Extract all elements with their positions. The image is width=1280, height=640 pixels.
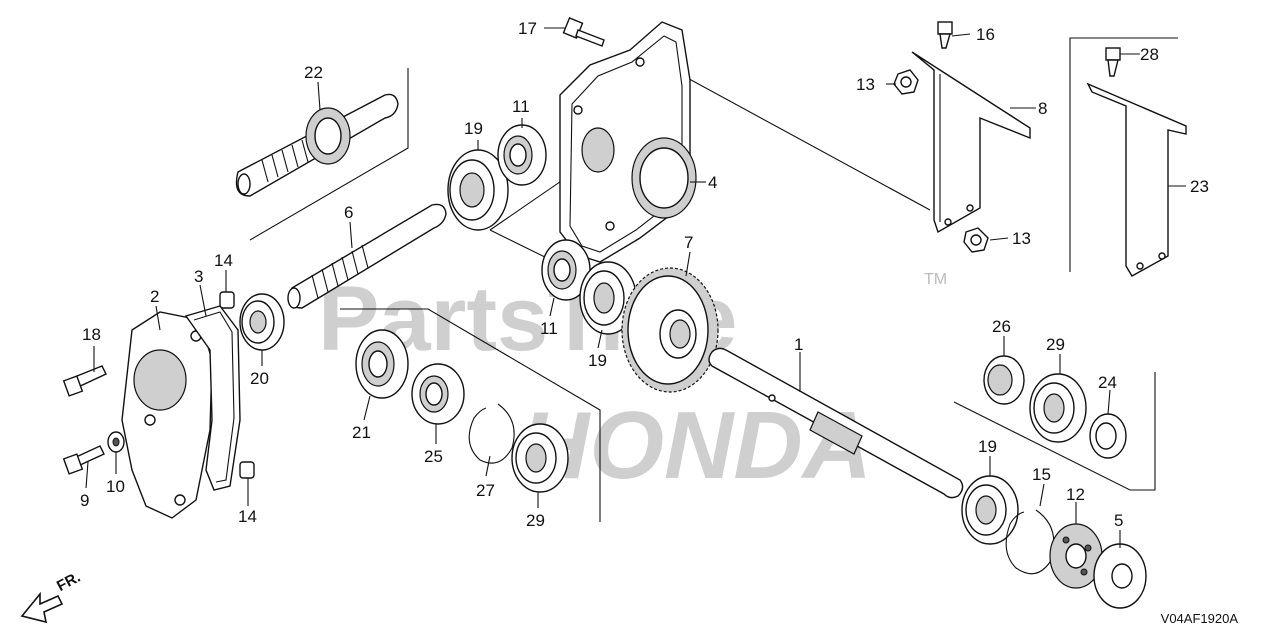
callout-12: 12 bbox=[1066, 485, 1085, 504]
part-20-bearing bbox=[239, 293, 285, 351]
callout-11-top: 11 bbox=[512, 97, 530, 116]
callout-19-lower: 19 bbox=[588, 351, 607, 370]
part-11-bearing-top bbox=[497, 124, 547, 186]
callout-19-top: 19 bbox=[464, 119, 483, 138]
part-28-bolt bbox=[1105, 47, 1121, 77]
part-19-bearing-bottom bbox=[961, 475, 1019, 545]
callout-29-mid: 29 bbox=[526, 511, 545, 530]
part-9-bolt bbox=[62, 445, 105, 475]
part-4-gear-case bbox=[559, 21, 697, 263]
callout-27: 27 bbox=[476, 481, 495, 500]
callout-18: 18 bbox=[82, 325, 101, 344]
part-26-collar bbox=[983, 355, 1025, 405]
callout-numbers: 1 2 3 4 5 6 7 8 9 10 11 11 12 13 13 14 1… bbox=[80, 19, 1209, 530]
callout-28: 28 bbox=[1140, 45, 1159, 64]
part-27-circlip bbox=[468, 403, 515, 464]
callout-14-lower: 14 bbox=[238, 507, 257, 526]
part-3-gasket bbox=[184, 305, 241, 491]
callout-5: 5 bbox=[1114, 511, 1123, 530]
part-6-worm-shaft bbox=[287, 203, 447, 309]
leader-lines bbox=[85, 27, 1186, 548]
part-18-bolt bbox=[62, 365, 107, 397]
callout-2: 2 bbox=[150, 287, 159, 306]
callout-3: 3 bbox=[194, 267, 203, 286]
part-10-washer bbox=[107, 431, 125, 453]
callout-6: 6 bbox=[344, 203, 353, 222]
part-23-plate bbox=[1086, 82, 1187, 277]
callout-29-right: 29 bbox=[1046, 335, 1065, 354]
part-2-cover bbox=[121, 311, 213, 519]
part-8-plate bbox=[911, 51, 1031, 234]
callout-13-lower: 13 bbox=[1012, 229, 1031, 248]
part-12-hub bbox=[1049, 523, 1103, 589]
part-1-axle bbox=[708, 347, 964, 499]
part-22-shaft-assembly bbox=[235, 93, 399, 197]
callout-14-upper: 14 bbox=[214, 251, 233, 270]
front-direction-arrow bbox=[20, 591, 64, 624]
watermark-tm: TM bbox=[924, 271, 947, 288]
callout-26: 26 bbox=[992, 317, 1011, 336]
part-13-nut-upper bbox=[893, 69, 919, 95]
part-29-bearing-right bbox=[1029, 373, 1087, 443]
callout-9: 9 bbox=[80, 491, 89, 510]
callout-24: 24 bbox=[1098, 373, 1117, 392]
callout-1: 1 bbox=[794, 335, 803, 354]
callout-8: 8 bbox=[1038, 99, 1047, 118]
callout-22: 22 bbox=[304, 63, 323, 82]
part-7-gear bbox=[621, 267, 719, 393]
part-16-bolt bbox=[937, 21, 953, 49]
part-5-washer bbox=[1093, 543, 1147, 609]
callout-16: 16 bbox=[976, 25, 995, 44]
callout-10: 10 bbox=[106, 477, 125, 496]
part-14-pin-lower bbox=[239, 461, 255, 479]
diagram-code: V04AF1920A bbox=[1160, 611, 1238, 626]
callout-11-lower: 11 bbox=[540, 319, 558, 338]
part-25-bearing bbox=[411, 363, 465, 425]
callout-20: 20 bbox=[250, 369, 269, 388]
callout-7: 7 bbox=[684, 233, 693, 252]
part-29-bearing-mid bbox=[511, 423, 569, 493]
callout-13-upper: 13 bbox=[856, 75, 875, 94]
callout-25: 25 bbox=[424, 447, 443, 466]
part-21-seal bbox=[355, 329, 409, 399]
callout-23: 23 bbox=[1190, 177, 1209, 196]
callout-15: 15 bbox=[1032, 465, 1051, 484]
part-17-bolt bbox=[562, 17, 605, 47]
part-14-pin-upper bbox=[219, 291, 235, 309]
callout-4: 4 bbox=[708, 173, 717, 192]
part-13-nut-lower bbox=[963, 227, 989, 253]
callout-19-bottom: 19 bbox=[978, 437, 997, 456]
part-11-bearing-lower bbox=[541, 239, 591, 301]
part-24-seal bbox=[1089, 413, 1127, 459]
callout-21: 21 bbox=[352, 423, 371, 442]
part-19-bearing-top bbox=[447, 149, 509, 231]
callout-17: 17 bbox=[518, 19, 537, 38]
part-15-circlip bbox=[1005, 509, 1055, 575]
